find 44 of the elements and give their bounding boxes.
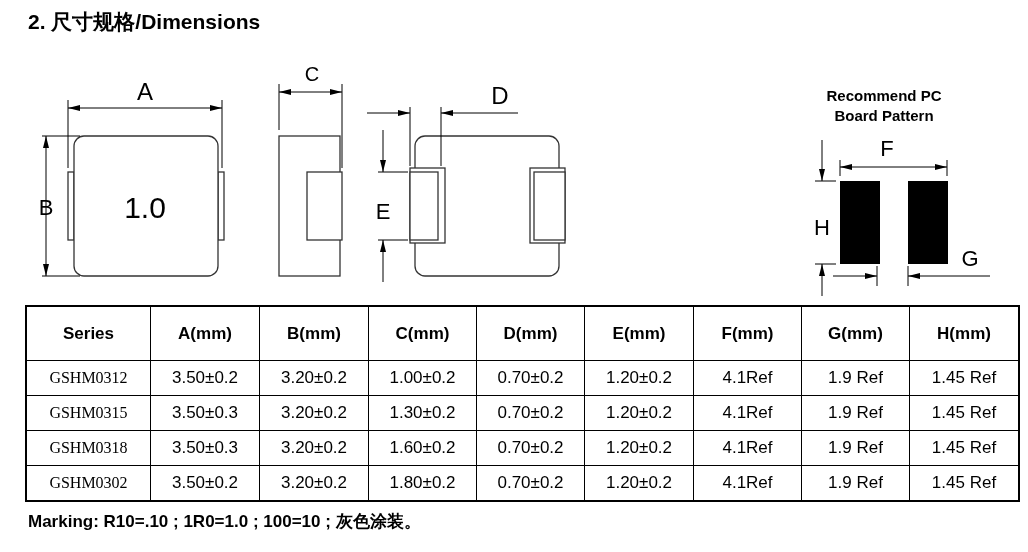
- dimension-label: C: [304, 64, 320, 84]
- table-value: 3.20±0.2: [259, 395, 369, 431]
- table-value: 4.1Ref: [693, 430, 802, 466]
- dimension-label: G: [961, 248, 979, 270]
- dimension-label: H: [814, 217, 830, 239]
- column-header: A(mm): [150, 306, 260, 361]
- table-value: 4.1Ref: [693, 395, 802, 431]
- marking-text: 1.0: [124, 193, 166, 223]
- table-value: 3.20±0.2: [259, 430, 369, 466]
- dimension-label: F: [880, 138, 894, 160]
- column-header: B(mm): [259, 306, 369, 361]
- dimension-label: A: [137, 80, 153, 104]
- column-header: G(mm): [801, 306, 910, 361]
- column-header: C(mm): [368, 306, 477, 361]
- table-value: 1.20±0.2: [584, 430, 694, 466]
- table-value: 1.9 Ref: [801, 395, 910, 431]
- column-header: Series: [26, 306, 151, 361]
- column-header: D(mm): [476, 306, 585, 361]
- table-value: 0.70±0.2: [476, 430, 585, 466]
- table-value: 3.20±0.2: [259, 360, 369, 396]
- table-value: 1.20±0.2: [584, 395, 694, 431]
- dimension-label: D: [491, 84, 509, 108]
- dimension-label: B: [38, 197, 54, 219]
- table-value: 1.60±0.2: [368, 430, 477, 466]
- table-value: 1.9 Ref: [801, 360, 910, 396]
- column-header: E(mm): [584, 306, 694, 361]
- dimension-label: E: [375, 201, 391, 223]
- table-value: 3.50±0.3: [150, 395, 260, 431]
- column-header: F(mm): [693, 306, 802, 361]
- pattern-heading: Recommend PC Board Pattern: [825, 85, 943, 126]
- series-name: GSHM0318: [26, 430, 151, 466]
- table-value: 4.1Ref: [693, 360, 802, 396]
- table-value: 3.50±0.3: [150, 430, 260, 466]
- table-value: 1.20±0.2: [584, 360, 694, 396]
- table-value: 3.50±0.2: [150, 360, 260, 396]
- table-value: 1.00±0.2: [368, 360, 477, 396]
- table-value: 0.70±0.2: [476, 360, 585, 396]
- marking-note: Marking: R10=.10 ; 1R0=1.0 ; 100=10 ; 灰色涂装。: [28, 511, 421, 533]
- table-value: 0.70±0.2: [476, 395, 585, 431]
- table-value: 1.9 Ref: [801, 430, 910, 466]
- table-value: 1.30±0.2: [368, 395, 477, 431]
- series-name: GSHM0315: [26, 395, 151, 431]
- section-title: 2. 尺寸规格/Dimensions: [28, 9, 261, 35]
- series-name: GSHM0312: [26, 360, 151, 396]
